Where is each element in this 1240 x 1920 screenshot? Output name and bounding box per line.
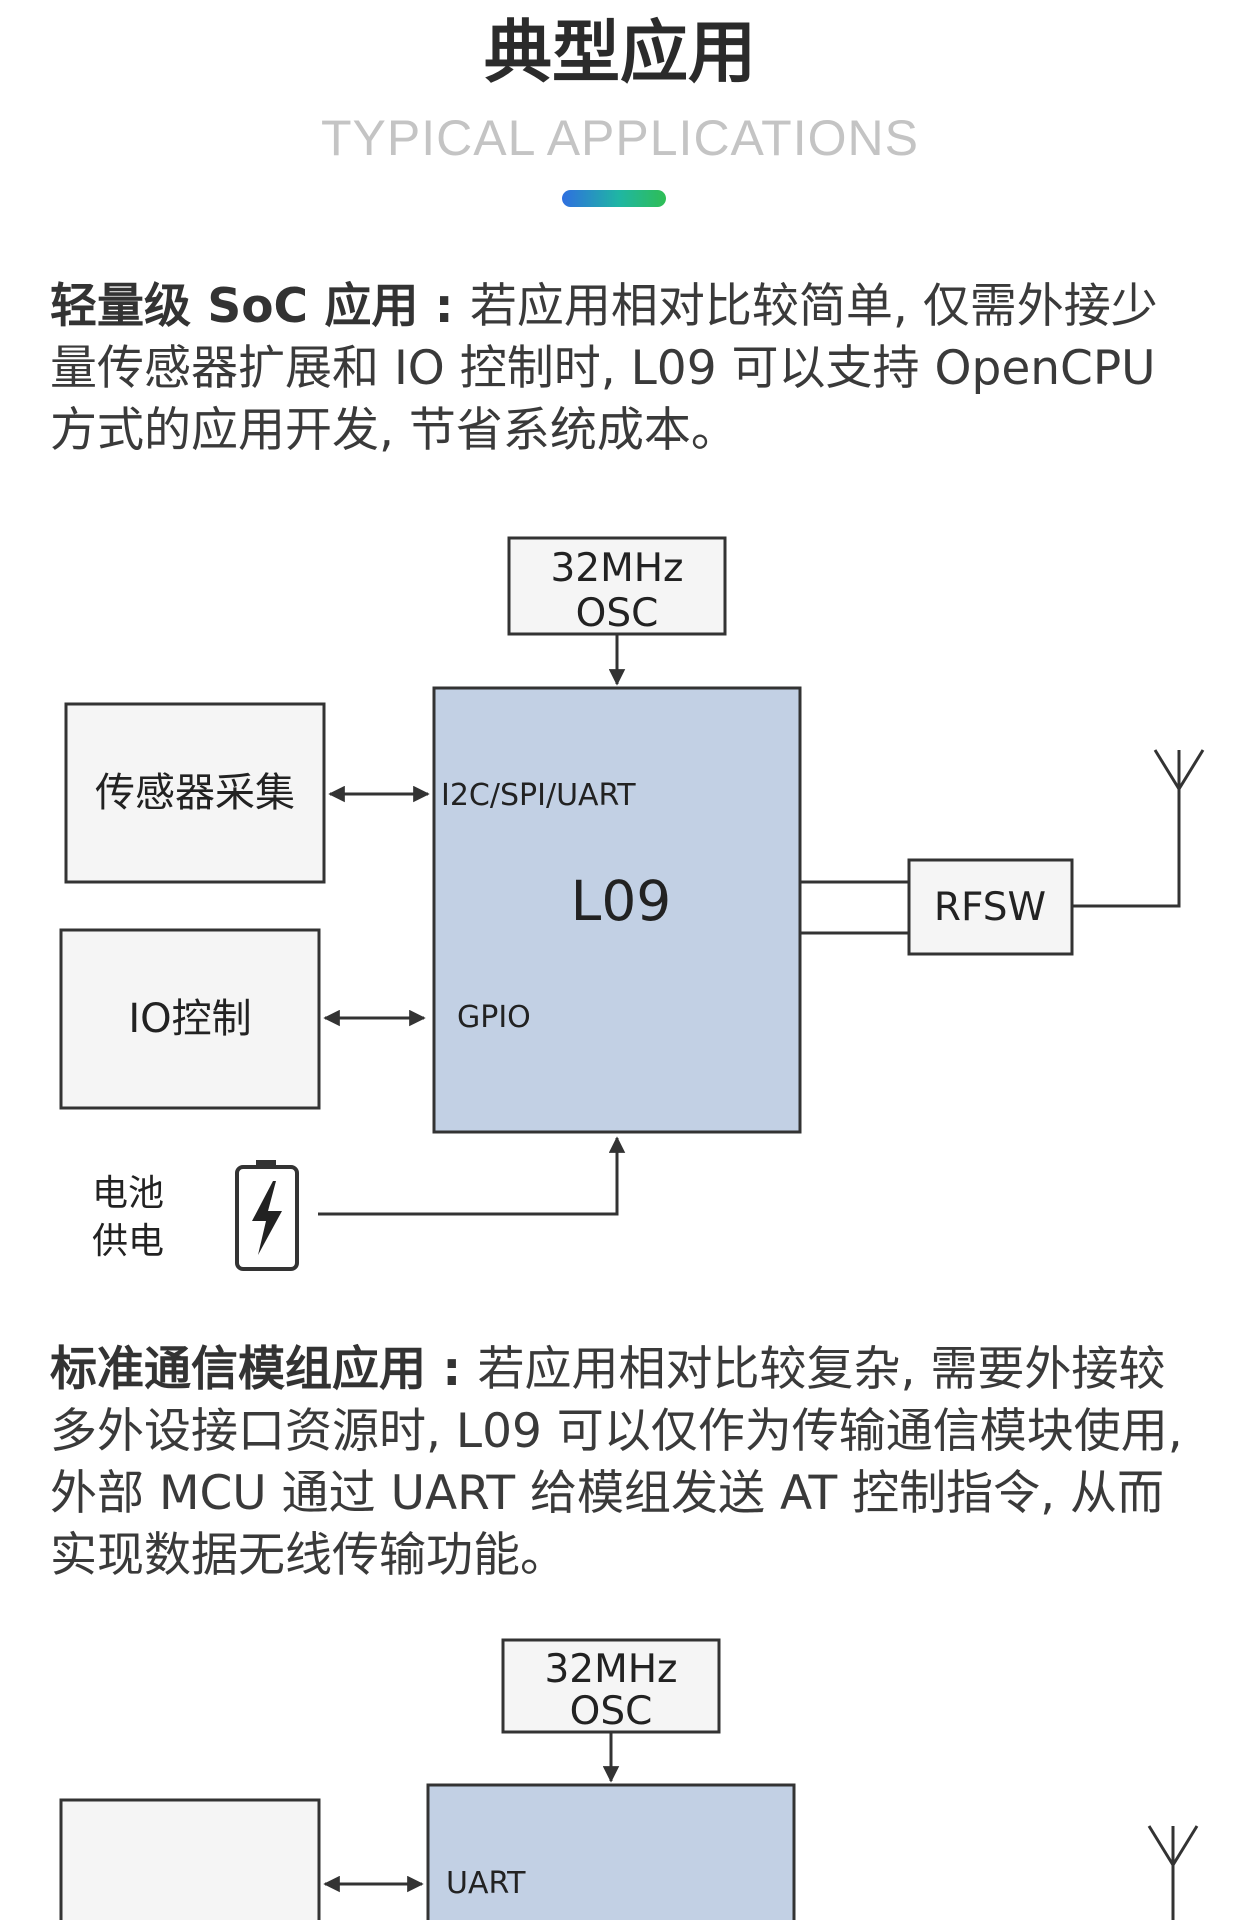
title-accent-bar <box>562 190 666 207</box>
page-title: 典型应用 <box>483 14 756 93</box>
communication-module-diagram: 32MHz OSC UART <box>59 1638 1199 1920</box>
sensor-block-label: 传感器采集 <box>95 770 295 816</box>
osc-label: OSC <box>570 1689 653 1734</box>
battery-to-module-arrow <box>318 1136 626 1216</box>
io-control-block <box>59 928 321 1110</box>
power-label-line2: 供电 <box>92 1221 164 1262</box>
section1-heading: 轻量级 SoC 应用 : <box>50 279 470 334</box>
osc-frequency-label: 32MHz <box>550 546 683 591</box>
soc-application-diagram: 32MHz OSC L09 I2C/SPI/UART GPIO 传感器采集 IO… <box>59 536 1205 1271</box>
section2-heading: 标准通信模组应用 : <box>50 1342 478 1397</box>
battery-charging-icon <box>235 1160 299 1271</box>
module-name-label: L09 <box>571 869 672 933</box>
page-subtitle: TYPICAL APPLICATIONS <box>321 110 919 166</box>
mcu-block <box>59 1798 321 1920</box>
port-i2c-spi-uart-label: I2C/SPI/UART <box>441 778 636 813</box>
section2-paragraph: 标准通信模组应用 : 若应用相对比较复杂, 需要外接较多外设接口资源时, L09… <box>50 1339 1190 1587</box>
section2-text: 若应用相对比较复杂, 需要外接较多外设接口资源时, L09 可以仅作为传输通信模… <box>50 1342 1183 1583</box>
rfsw-to-antenna-line <box>1072 789 1181 908</box>
power-label-line1: 电池 <box>92 1173 164 1214</box>
l09-module-box <box>432 686 802 1134</box>
l09-module-box <box>426 1783 796 1920</box>
sensor-block <box>64 702 326 884</box>
osc-frequency-label: 32MHz <box>544 1647 677 1692</box>
osc-box <box>507 536 727 636</box>
section1-text: 若应用相对比较简单, 仅需外接少量传感器扩展和 IO 控制时, L09 可以支持… <box>50 279 1158 458</box>
section1-paragraph: 轻量级 SoC 应用 : 若应用相对比较简单, 仅需外接少量传感器扩展和 IO … <box>50 276 1190 462</box>
io-control-block-label: IO控制 <box>128 996 251 1042</box>
rfsw-label: RFSW <box>934 885 1046 930</box>
antenna-icon <box>1153 749 1205 790</box>
antenna-icon <box>1147 1825 1199 1866</box>
port-uart-label: UART <box>446 1866 526 1901</box>
osc-label: OSC <box>576 591 659 636</box>
port-gpio-label: GPIO <box>457 1000 531 1035</box>
